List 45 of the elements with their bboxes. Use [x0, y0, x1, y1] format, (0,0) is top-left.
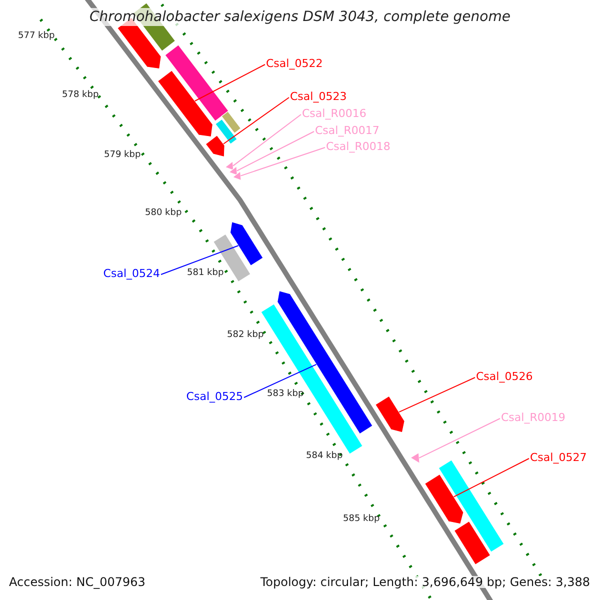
- tick-label: 584 kbp: [306, 452, 343, 461]
- leader-line: [244, 364, 317, 398]
- tick-label: 577 kbp: [18, 32, 55, 41]
- leader-line: [194, 64, 266, 102]
- leader-line: [160, 245, 239, 275]
- gene-label: Csal_R0018: [326, 141, 390, 152]
- footer-text: Accession: NC_007963: [9, 576, 146, 588]
- feature-triangle: [232, 170, 242, 181]
- gene-label: Csal_0522: [266, 58, 323, 69]
- gene-feature: [424, 474, 464, 524]
- feature-triangle: [410, 452, 420, 464]
- gene-feature: [205, 134, 225, 158]
- gene-label: Csal_0523: [290, 91, 347, 102]
- gene-feature: [221, 110, 242, 134]
- feature-triangle: [228, 166, 238, 176]
- leader-line: [418, 418, 500, 458]
- leader-line: [398, 377, 476, 413]
- leader-line: [232, 114, 302, 166]
- tick-label: 579 kbp: [104, 151, 141, 160]
- leader-line: [236, 131, 314, 172]
- gene-label: Csal_0524: [103, 268, 160, 279]
- map-title: Chromohalobacter salexigens DSM 3043, complete genome: [88, 8, 512, 26]
- leader-line: [223, 97, 290, 144]
- feature-triangle: [224, 160, 234, 171]
- tick-label: 580 kbp: [145, 209, 182, 218]
- gene-feature: [157, 70, 214, 138]
- tick-label: 582 kbp: [227, 331, 264, 340]
- footer-text: Topology: circular; Length: 3,696,649 bp; Genes: 3,388: [260, 576, 590, 588]
- tick-label: 585 kbp: [343, 515, 380, 524]
- gene-feature: [230, 221, 264, 266]
- gene-label: Csal_R0017: [315, 125, 380, 136]
- leader-line: [453, 458, 530, 498]
- gene-feature: [454, 520, 491, 566]
- gene-feature: [164, 44, 229, 122]
- leader-line: [240, 147, 326, 176]
- gene-label: Csal_R0019: [501, 412, 566, 423]
- gene-label: Csal_0526: [476, 371, 533, 382]
- tick-label: 583 kbp: [267, 390, 304, 399]
- gene-feature: [438, 460, 504, 552]
- gene-feature: [214, 118, 238, 144]
- tick-label: 578 kbp: [62, 91, 99, 100]
- tick-label: 581 kbp: [187, 269, 224, 278]
- gene-label: Csal_0527: [530, 452, 587, 463]
- gene-label: Csal_R0016: [302, 108, 366, 119]
- gene-label: Csal_0525: [186, 391, 243, 402]
